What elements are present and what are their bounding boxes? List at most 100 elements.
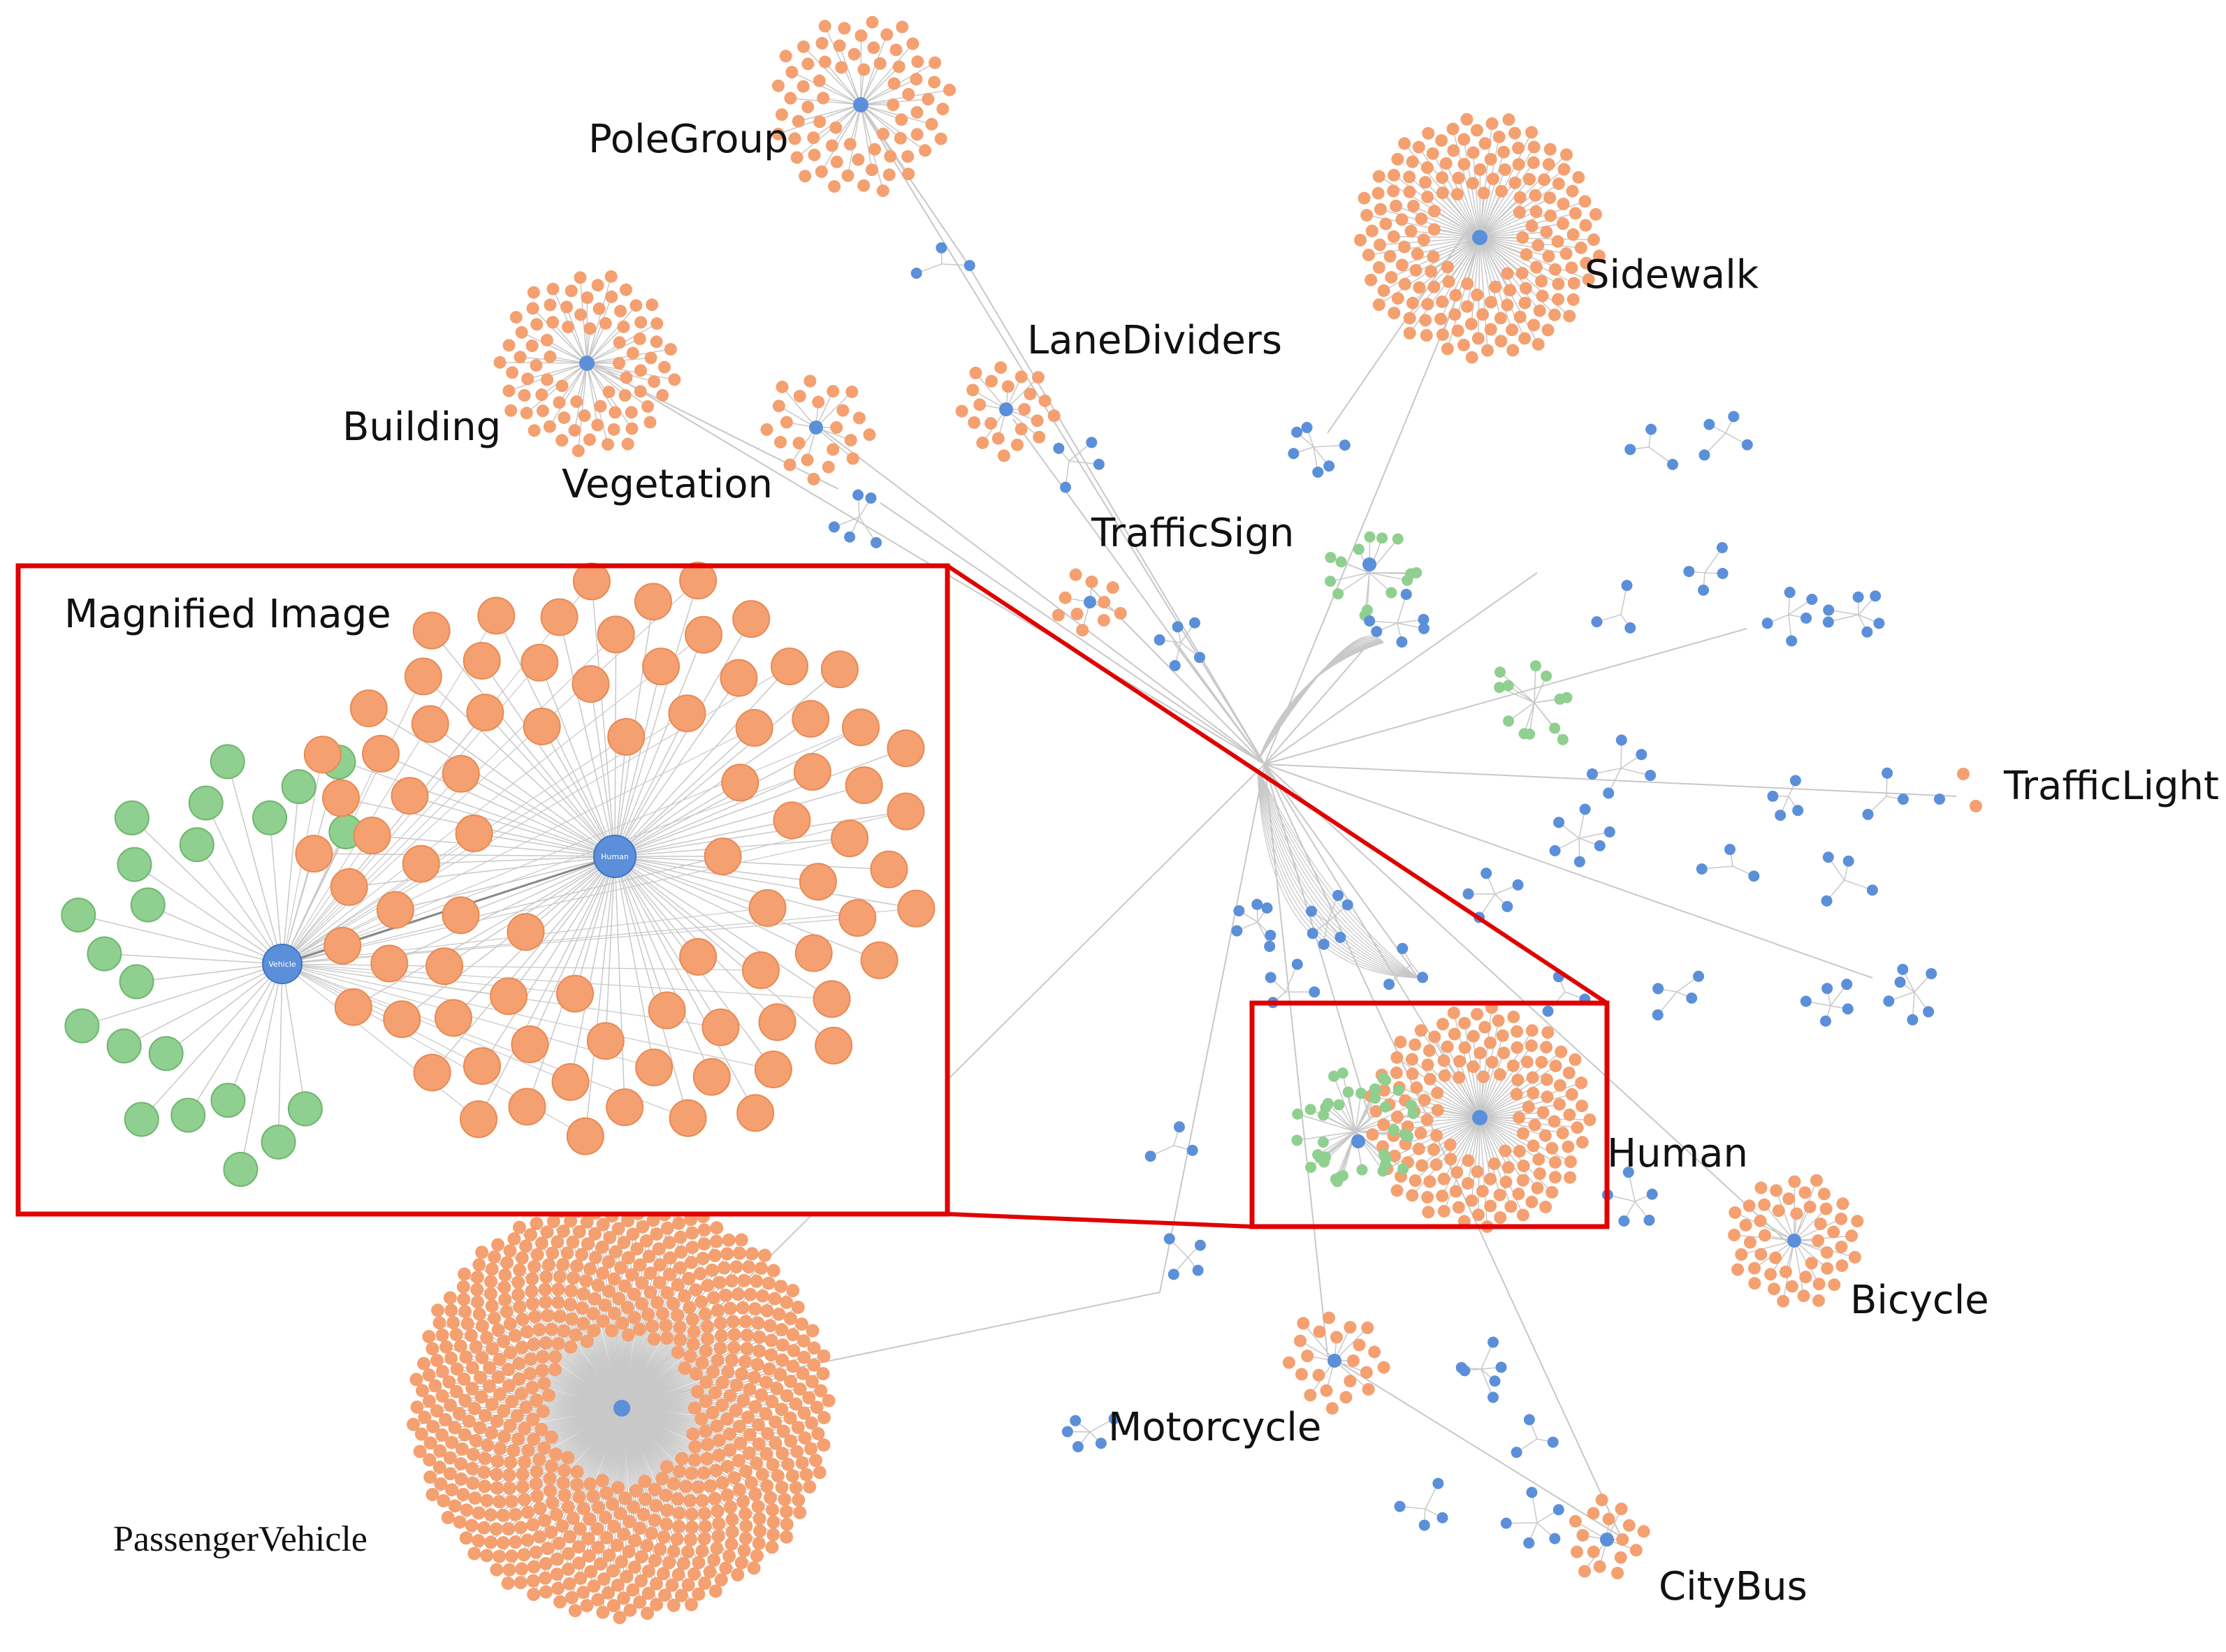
inset-edge (423, 675, 616, 857)
human-attr-node (1304, 1104, 1316, 1116)
blue-group-node (1163, 1233, 1175, 1245)
passengervehicle-node (727, 1471, 741, 1485)
passengervehicle-node (751, 1500, 765, 1514)
passengervehicle-node (485, 1299, 499, 1313)
passengervehicle-node (675, 1452, 689, 1465)
bicycle-cluster-node (1812, 1294, 1825, 1307)
inset-attribute-node (210, 744, 245, 780)
passengervehicle-node (469, 1340, 483, 1354)
passengervehicle-node (816, 1367, 830, 1381)
building-node (565, 284, 578, 298)
arc-edge (1257, 642, 1384, 762)
passengervehicle-node (737, 1544, 751, 1558)
bicycle-cluster-node (1805, 1257, 1818, 1270)
passengervehicle-node (502, 1482, 516, 1496)
inset-object-node (701, 1008, 740, 1046)
inset-edge (205, 803, 283, 965)
polegroup-node (854, 29, 868, 43)
bicycle-cluster-edge (1794, 1218, 1842, 1241)
bicycle-cluster-edge (1794, 1208, 1827, 1241)
passengervehicle-node (621, 1328, 635, 1342)
passengervehicle-node (699, 1424, 713, 1438)
motorcycle-cluster-node (1304, 1389, 1317, 1402)
blue-group-node (1806, 594, 1818, 606)
human-cluster-node (1409, 1174, 1422, 1187)
passengervehicle-node (766, 1264, 780, 1278)
polegroup-edge (838, 45, 861, 105)
sidewalk-node (1385, 271, 1398, 284)
inset-edge (614, 580, 699, 857)
inset-object-node (815, 1026, 853, 1065)
passengervehicle-node (561, 1451, 575, 1465)
human-cluster-edge (1450, 1117, 1481, 1160)
sidewalk-node (1465, 351, 1478, 364)
polegroup-node (929, 56, 942, 69)
sidewalk-node (1374, 203, 1387, 216)
passengervehicle-node (650, 1227, 664, 1241)
passengervehicle-node (529, 1477, 543, 1491)
blue-group-node (1652, 1009, 1664, 1021)
blue-group-node (1587, 768, 1599, 780)
passengervehicle-node (418, 1410, 432, 1424)
passengervehicle-node (665, 1578, 679, 1592)
passengervehicle-node (513, 1300, 527, 1314)
building-node (634, 385, 647, 398)
human-cluster-node (1428, 1030, 1441, 1044)
polegroup-node (785, 66, 799, 79)
citybus-cluster-node (1616, 1533, 1629, 1546)
passengervehicle-node (674, 1230, 688, 1244)
inset-edge (614, 856, 655, 1068)
inset-edge (282, 811, 906, 965)
passengervehicle-node (685, 1313, 699, 1326)
building-node (620, 371, 633, 384)
passengervehicle-node (477, 1465, 491, 1479)
human-cluster-node (1513, 1111, 1526, 1124)
polegroup-node (771, 79, 785, 92)
blue-group-node (1823, 604, 1835, 616)
inset-edge (349, 856, 616, 888)
passengervehicle-node (546, 1246, 560, 1260)
passengervehicle-node (699, 1344, 713, 1358)
human-cluster-edge (1479, 1117, 1545, 1136)
passengervehicle-node (627, 1560, 641, 1574)
passengervehicle-node (791, 1421, 805, 1435)
passengervehicle-node (660, 1503, 674, 1517)
citybus-cluster-node (1615, 1503, 1628, 1516)
polegroup-node (889, 43, 903, 57)
blue-group-node (1594, 840, 1606, 851)
human-cluster-hub (1472, 1110, 1487, 1125)
inset-edge (409, 795, 616, 857)
passengervehicle-node (593, 1557, 607, 1571)
passengervehicle-node (573, 1522, 587, 1536)
passengervehicle-node (768, 1292, 782, 1306)
passengervehicle-node (688, 1440, 702, 1454)
bicycle-cluster-hub (1787, 1234, 1801, 1248)
inset-edge (605, 856, 616, 1041)
motorcycle-cluster-node (1312, 1368, 1325, 1382)
lanedividers-node (984, 417, 998, 430)
passengervehicle-node (764, 1491, 778, 1505)
passengervehicle-node (546, 1496, 560, 1510)
passengervehicle-node (645, 1526, 659, 1540)
inset-attribute-node (210, 1083, 246, 1118)
passengervehicle-node (484, 1535, 498, 1549)
sidewalk-node (1532, 337, 1545, 351)
passengervehicle-node (766, 1503, 780, 1516)
inset-object-node (455, 814, 493, 853)
passengervehicle-node (685, 1241, 699, 1255)
trafficsign-cluster-node (1069, 568, 1082, 581)
polegroup-edge (813, 104, 861, 138)
polegroup-node (892, 60, 905, 73)
passengervehicle-node (679, 1479, 693, 1493)
passengervehicle-node (711, 1353, 725, 1367)
passengervehicle-node (677, 1556, 691, 1570)
backbone-edge (1264, 628, 1747, 765)
building-edge (541, 363, 588, 395)
bicycle-cluster-node (1743, 1236, 1756, 1249)
passengervehicle-node (655, 1307, 669, 1321)
inset-edge (614, 856, 917, 909)
passengervehicle-node (534, 1236, 548, 1250)
passengervehicle-node (454, 1472, 468, 1486)
inset-edge (614, 856, 889, 870)
passengervehicle-node (667, 1544, 681, 1558)
